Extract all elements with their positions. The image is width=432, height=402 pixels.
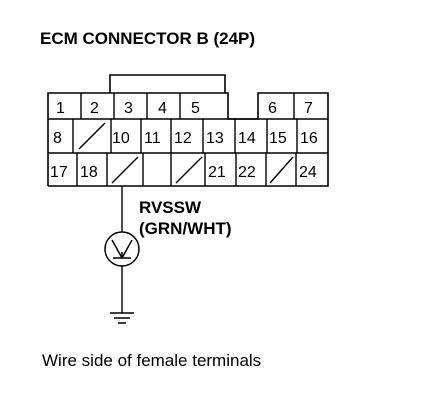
pin-3: 3 xyxy=(124,100,133,117)
connector-lock-tab xyxy=(109,74,226,93)
pin-21: 21 xyxy=(208,164,226,181)
pin-6: 6 xyxy=(268,100,277,117)
connector-housing xyxy=(47,92,329,187)
pin-12: 12 xyxy=(174,130,192,147)
signal-name: RVSSW xyxy=(139,198,202,217)
empty-cell-9 xyxy=(78,122,106,150)
empty-cell-23 xyxy=(269,156,294,184)
pin-4: 4 xyxy=(158,100,167,117)
signal-wire-color: (GRN/WHT) xyxy=(139,219,232,238)
pin-13: 13 xyxy=(206,130,224,147)
empty-cell-19 xyxy=(111,156,139,184)
pin-17: 17 xyxy=(50,164,68,181)
diagram-caption: Wire side of female terminals xyxy=(42,351,261,370)
empty-cell-20 xyxy=(175,156,203,184)
pin-14: 14 xyxy=(238,130,256,147)
cell-dividers xyxy=(72,93,298,186)
pin-8: 8 xyxy=(53,130,62,147)
pin-16: 16 xyxy=(300,130,318,147)
pin-11: 11 xyxy=(144,130,161,147)
pin-2: 2 xyxy=(90,100,99,117)
diagram-title: ECM CONNECTOR B (24P) xyxy=(40,29,255,48)
empty-cell-slashes xyxy=(78,122,294,184)
pin-labels: 1 2 3 4 5 6 7 8 10 11 12 13 14 15 16 17 … xyxy=(50,100,318,181)
pin-24: 24 xyxy=(299,164,317,181)
pin-1: 1 xyxy=(56,100,65,117)
ground-icon xyxy=(110,312,134,324)
pin-22: 22 xyxy=(238,164,256,181)
pin-10: 10 xyxy=(112,130,130,147)
pin-7: 7 xyxy=(304,100,313,117)
pin-5: 5 xyxy=(191,100,200,117)
pin-15: 15 xyxy=(269,130,287,147)
voltmeter-icon xyxy=(104,231,140,267)
pin-18: 18 xyxy=(80,164,98,181)
